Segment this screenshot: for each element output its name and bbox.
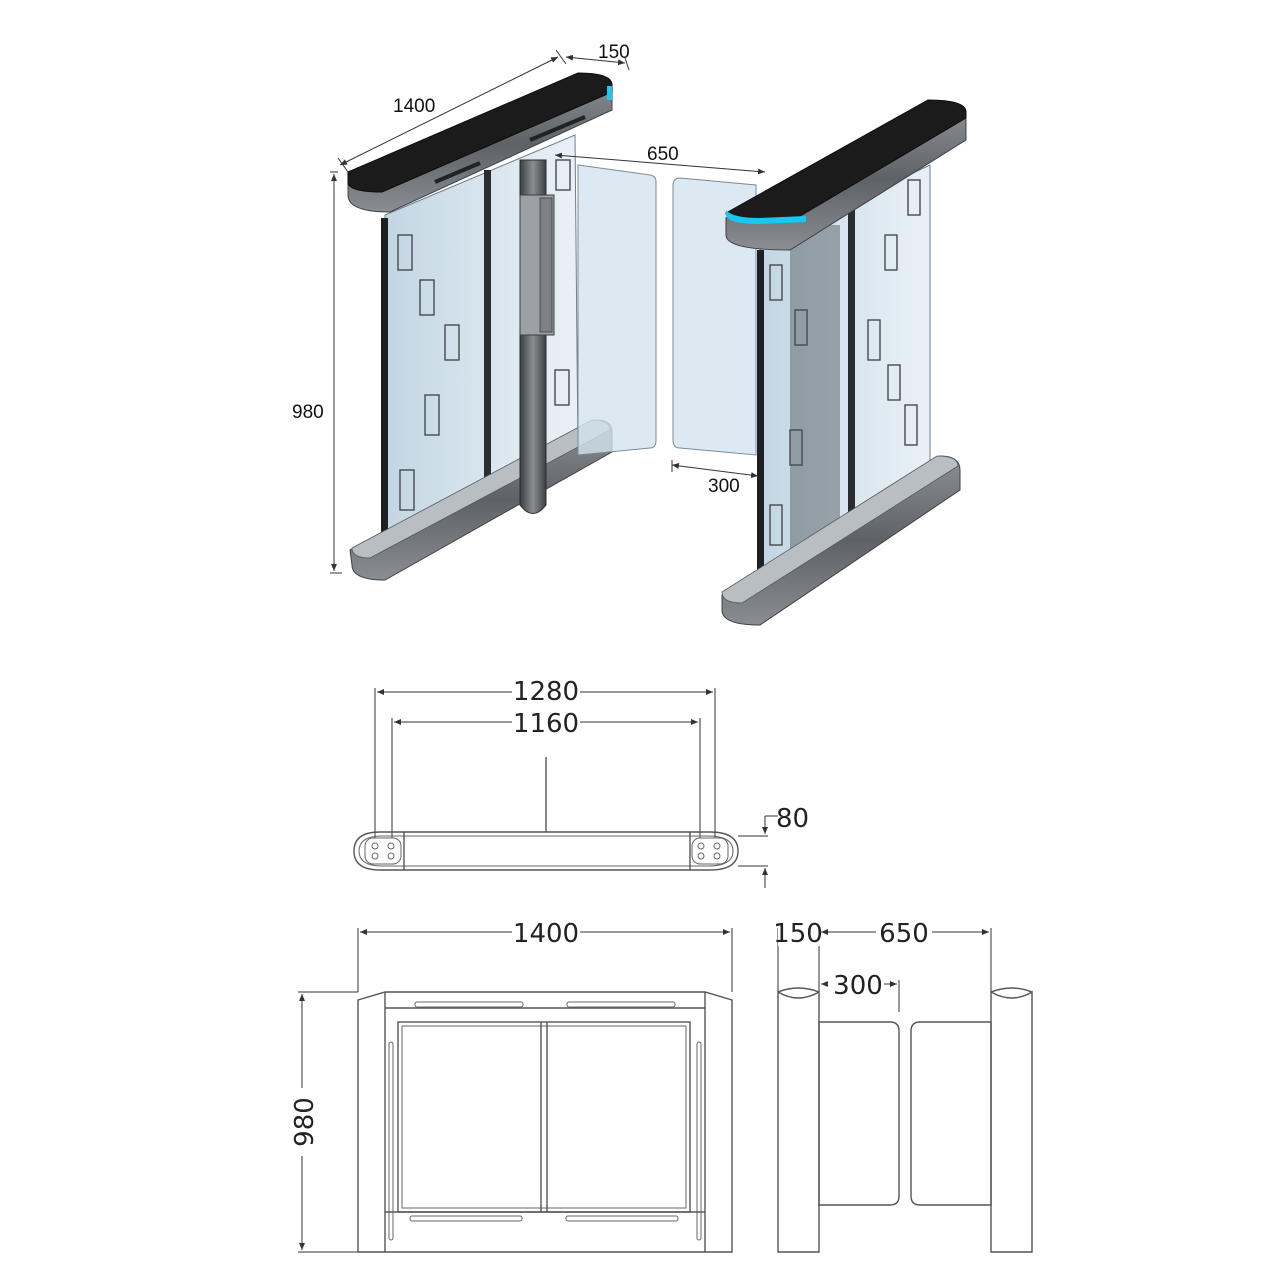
- perspective-length-label: 1400: [393, 96, 435, 117]
- side-length-label: 1400: [513, 919, 579, 949]
- perspective-dimensions: [330, 49, 766, 574]
- end-width-label: 150: [773, 919, 823, 949]
- left-frame-mid: [484, 170, 491, 515]
- side-view-slots: [388, 1001, 702, 1241]
- end-left-flap: [818, 1021, 900, 1206]
- top-outer-label: 1280: [513, 677, 579, 707]
- left-frame-edge: [381, 218, 388, 563]
- perspective-flap-label: 300: [708, 476, 740, 497]
- perspective-width-label: 150: [598, 42, 630, 63]
- left-flap: [577, 164, 657, 456]
- top-view: 1280 1160 80: [353, 675, 809, 888]
- top-inner-label: 1160: [513, 709, 579, 739]
- top-depth-label: 80: [776, 804, 809, 834]
- right-led: [726, 210, 806, 224]
- perspective-lane-label: 650: [647, 144, 679, 165]
- end-right-cabinet: [990, 990, 1033, 1253]
- end-view: 150 650 300: [773, 918, 1033, 1253]
- end-lane-label: 650: [879, 919, 929, 949]
- end-right-flap: [910, 1021, 992, 1206]
- side-height-label: 980: [290, 1097, 320, 1147]
- left-led: [607, 86, 612, 100]
- left-panel-windows: [397, 159, 571, 511]
- right-panel-windows: [769, 179, 921, 546]
- end-flap-label: 300: [833, 971, 883, 1001]
- end-left-cabinet: [777, 990, 820, 1253]
- left-cabinet: [347, 72, 613, 581]
- side-view: 1400 980: [288, 918, 733, 1253]
- right-flap: [672, 177, 757, 456]
- top-view-outline: [353, 831, 739, 871]
- right-cabinet: [721, 99, 967, 626]
- side-view-outline: [357, 991, 733, 1253]
- perspective-view: 1400 150 650 980 300: [292, 42, 967, 626]
- perspective-height-label: 980: [292, 402, 324, 423]
- top-left-fixings: [364, 837, 402, 865]
- right-dark-panel: [790, 225, 840, 555]
- top-right-fixings: [691, 837, 729, 865]
